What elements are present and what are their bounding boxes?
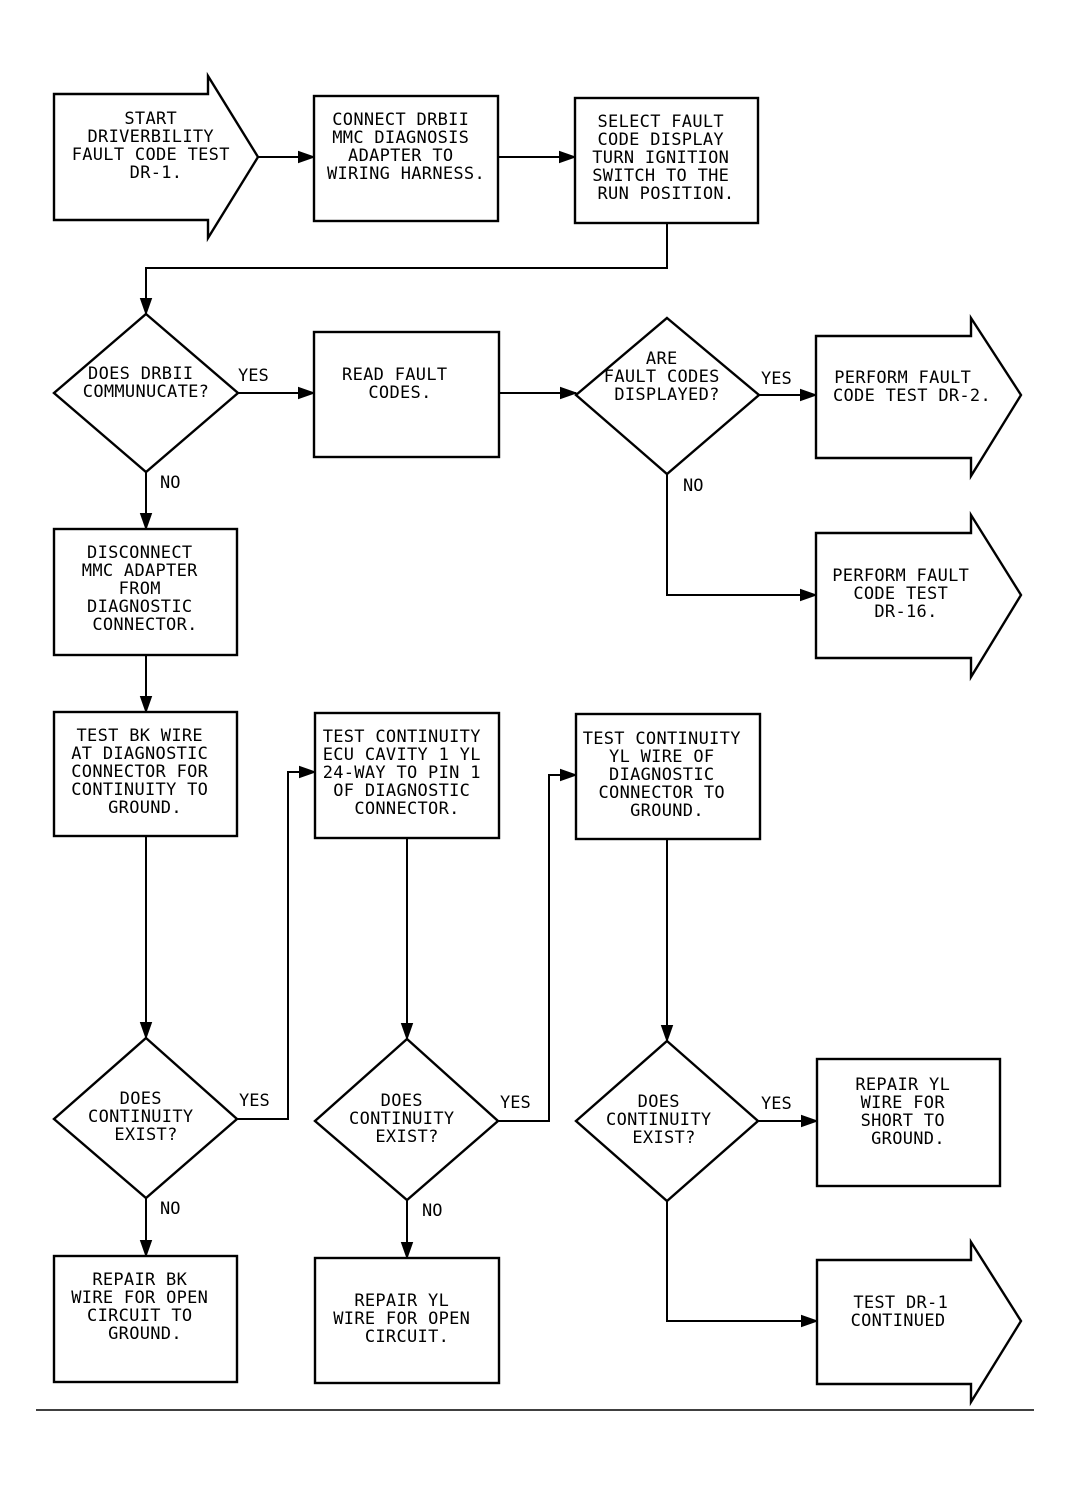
- edge-continuity3-no: [666, 1201, 819, 1328]
- start-text: START DRIVERBILITY FAULT CODE TEST DR-1.: [72, 109, 241, 183]
- continuity3-diamond: [574, 1039, 760, 1203]
- test-ecu-box: [313, 711, 501, 840]
- edge-continuity1-yes: [237, 765, 317, 1120]
- repair-yl-open-text: REPAIR YL WIRE FOR OPEN CIRCUIT.: [333, 1291, 481, 1347]
- yes-label: YES: [500, 1093, 531, 1113]
- communicate-diamond: [52, 312, 240, 474]
- select-display-text: SELECT FAULT CODE DISPLAY TURN IGNITION …: [592, 112, 740, 204]
- yes-label: YES: [238, 366, 269, 386]
- no-label: NO: [683, 476, 703, 496]
- test-bk-text: TEST BK WIRE AT DIAGNOSTIC CONNECTOR FOR…: [71, 726, 219, 818]
- dr1-continued-text: TEST DR-1 CONTINUED: [851, 1293, 959, 1331]
- connectors: [139, 150, 819, 1328]
- repair-yl-short-box: [815, 1057, 1002, 1188]
- connect-adapter-text: CONNECT DRBII MMC DIAGNOSIS ADAPTER TO W…: [327, 110, 485, 184]
- communicate-text: DOES DRBII COMMUNUCATE?: [83, 364, 209, 402]
- dr1-continued-arrow-shape: [815, 1237, 1023, 1407]
- edge-continuity2-yes: [498, 768, 578, 1122]
- yes-label: YES: [761, 1094, 792, 1114]
- no-label: NO: [160, 473, 180, 493]
- repair-yl-open-box: [313, 1256, 501, 1385]
- yes-label: YES: [239, 1091, 270, 1111]
- read-codes-box: [312, 330, 501, 459]
- read-codes-text: READ FAULT CODES.: [342, 365, 458, 403]
- node-labels: START DRIVERBILITY FAULT CODE TEST DR-1.…: [71, 109, 991, 1347]
- edge-labels: YES NO YES NO YES NO YES NO YES: [160, 366, 792, 1221]
- perform-dr2-text: PERFORM FAULT CODE TEST DR-2.: [833, 368, 991, 406]
- repair-yl-short-text: REPAIR YL WIRE FOR SHORT TO GROUND.: [855, 1075, 960, 1149]
- no-label: NO: [422, 1201, 442, 1221]
- continuity2-text: DOES CONTINUITY EXIST?: [349, 1091, 465, 1147]
- displayed-diamond: [574, 316, 761, 476]
- select-display-box: [573, 96, 760, 225]
- yes-label: YES: [761, 369, 792, 389]
- disconnect-adapter-box: [52, 527, 239, 657]
- repair-bk-box: [52, 1254, 239, 1384]
- repair-bk-text: REPAIR BK WIRE FOR OPEN CIRCUIT TO GROUN…: [71, 1270, 219, 1344]
- shapes: [52, 71, 1023, 1407]
- test-bk-box: [52, 710, 239, 838]
- test-yl-box: [574, 712, 762, 841]
- continuity2-diamond: [313, 1037, 500, 1202]
- disconnect-adapter-text: DISCONNECT MMC ADAPTER FROM DIAGNOSTIC C…: [82, 543, 208, 635]
- edge-select-to-communicate: [139, 223, 668, 316]
- test-ecu-text: TEST CONTINUITY ECU CAVITY 1 YL 24-WAY T…: [323, 727, 492, 819]
- perform-dr2-arrow-shape: [814, 313, 1023, 481]
- perform-dr16-text: PERFORM FAULT CODE TEST DR-16.: [832, 566, 980, 622]
- continuity1-diamond: [52, 1036, 239, 1200]
- edge-displayed-no: [666, 474, 818, 602]
- displayed-text: ARE FAULT CODES DISPLAYED?: [604, 349, 730, 405]
- test-yl-text: TEST CONTINUITY YL WIRE OF DIAGNOSTIC CO…: [583, 729, 752, 821]
- continuity1-text: DOES CONTINUITY EXIST?: [88, 1089, 204, 1145]
- continuity3-text: DOES CONTINUITY EXIST?: [606, 1092, 722, 1148]
- perform-dr16-arrow-shape: [814, 510, 1023, 682]
- start-arrow-shape: [52, 71, 260, 243]
- connect-adapter-box: [312, 94, 500, 223]
- no-label: NO: [160, 1199, 180, 1219]
